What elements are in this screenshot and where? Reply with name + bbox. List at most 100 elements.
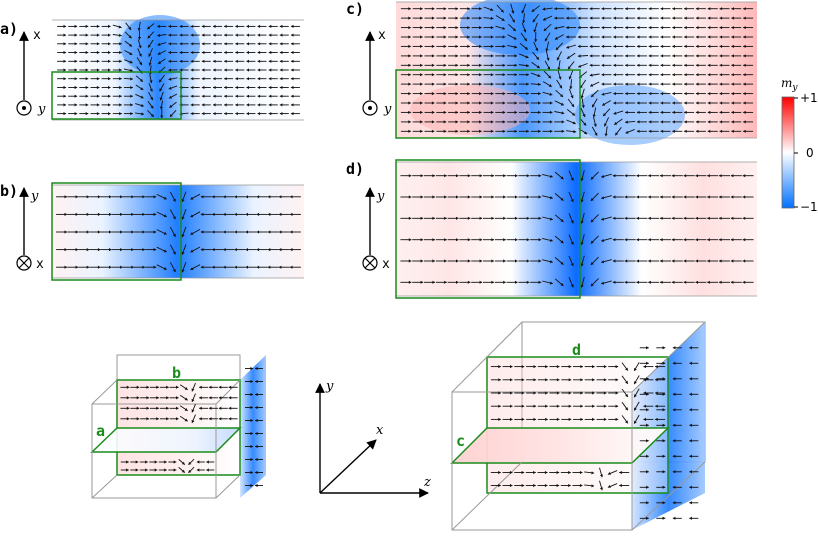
field-arrowhead xyxy=(719,73,723,77)
field-arrowhead xyxy=(444,195,447,199)
field-arrowhead xyxy=(601,35,605,39)
field-arrowhead xyxy=(560,283,564,286)
field-arrowhead xyxy=(560,261,564,265)
field-arrowhead xyxy=(545,365,548,369)
field-arrowhead xyxy=(684,7,687,11)
field-arrowhead xyxy=(625,7,628,11)
field-arrowhead xyxy=(160,115,164,119)
field-arrowhead xyxy=(279,42,283,46)
field-arrowhead xyxy=(684,26,687,30)
field-arrowhead xyxy=(731,129,734,133)
field-arrowhead xyxy=(526,73,529,77)
field-arrowhead xyxy=(526,195,530,199)
field-arrowhead xyxy=(538,110,541,114)
field-arrowhead xyxy=(148,44,151,48)
field-arrowhead xyxy=(479,174,483,178)
field-arrowhead xyxy=(643,404,646,408)
field-arrowhead xyxy=(235,103,238,107)
field-arrowhead xyxy=(561,111,565,115)
field-arrowhead xyxy=(660,54,664,58)
field-arrowhead xyxy=(250,470,253,475)
field-arrowhead xyxy=(646,439,649,443)
field-arrowhead xyxy=(431,129,435,133)
field-arrowhead xyxy=(432,280,435,284)
field-arrowhead xyxy=(515,195,518,199)
field-arrowhead xyxy=(546,57,550,61)
field-arrowhead xyxy=(521,391,525,395)
field-arrowhead xyxy=(636,280,639,284)
field-arrowhead xyxy=(515,238,518,242)
panel-a-arrow-field xyxy=(57,21,300,119)
field-arrowhead xyxy=(560,197,564,201)
field-arrowhead xyxy=(179,42,183,46)
field-arrowhead xyxy=(290,24,294,28)
field-arrowhead xyxy=(408,82,411,86)
field-arrowhead xyxy=(619,470,622,475)
field-arrowhead xyxy=(278,195,282,199)
field-arrowhead xyxy=(646,408,649,412)
field-arrowhead xyxy=(467,216,471,220)
field-arrowhead xyxy=(431,101,435,105)
field-arrowhead xyxy=(444,280,447,284)
field-arrowhead xyxy=(613,35,616,39)
field-arrowhead xyxy=(603,404,607,408)
field-arrowhead xyxy=(432,216,435,220)
field-arrowhead xyxy=(719,195,722,199)
field-arrowhead xyxy=(532,19,536,23)
field-arrowhead xyxy=(420,54,423,58)
field-arrowhead xyxy=(290,112,294,116)
field-arrowhead xyxy=(467,195,471,199)
field-arrowhead xyxy=(601,73,605,77)
field-arrowhead xyxy=(86,195,90,199)
field-arrowhead xyxy=(443,44,447,48)
field-arrowhead xyxy=(157,42,161,46)
field-arrowhead xyxy=(572,121,576,125)
field-arrowhead xyxy=(533,391,537,395)
field-arrowhead xyxy=(707,82,711,86)
field-arrowhead xyxy=(537,74,541,77)
field-arrowhead xyxy=(190,103,194,107)
field-arrowhead xyxy=(290,77,294,81)
field-arrowhead xyxy=(420,7,423,11)
field-arrowhead xyxy=(554,36,558,40)
field-arrowhead xyxy=(223,230,226,234)
field-arrowhead xyxy=(250,405,253,410)
colorbar-tick-zero: 0 xyxy=(806,146,814,160)
field-arrowhead xyxy=(267,212,271,216)
field-arrowhead xyxy=(625,367,628,371)
field-arrowhead xyxy=(208,417,212,421)
field-arrowhead xyxy=(591,94,594,97)
field-arrowhead xyxy=(558,76,562,80)
field-arrowhead xyxy=(218,406,222,410)
field-arrowhead xyxy=(176,406,179,410)
field-arrowhead xyxy=(235,85,238,90)
field-arrowhead xyxy=(731,44,734,48)
field-arrowhead xyxy=(201,103,205,107)
field-arrowhead xyxy=(502,129,506,133)
field-arrowhead xyxy=(613,101,616,105)
field-arrowhead xyxy=(199,417,202,421)
field-arrowhead xyxy=(580,404,583,408)
field-arrowhead xyxy=(662,501,666,505)
panel-a-map xyxy=(51,15,304,121)
field-arrowhead xyxy=(577,16,581,20)
field-arrowhead xyxy=(570,241,574,245)
field-arrowhead xyxy=(671,259,675,263)
field-arrowhead xyxy=(684,35,687,39)
field-arrowhead xyxy=(577,26,581,30)
field-arrowhead xyxy=(592,378,595,382)
field-arrowhead xyxy=(479,110,482,114)
field-arrowhead xyxy=(163,196,167,200)
field-arrowhead xyxy=(455,73,459,77)
field-arrowhead xyxy=(108,59,111,63)
field-arrowhead xyxy=(624,259,628,263)
field-arrowhead xyxy=(615,365,619,369)
field-arrowhead xyxy=(636,238,639,242)
field-arrowhead xyxy=(64,248,68,252)
field-arrowhead xyxy=(619,483,622,488)
field-arrowhead xyxy=(672,110,675,114)
field-arrowhead xyxy=(533,404,537,408)
field-arrowhead xyxy=(707,195,710,199)
field-arrowhead xyxy=(455,35,459,39)
field-arrowhead xyxy=(420,174,424,178)
